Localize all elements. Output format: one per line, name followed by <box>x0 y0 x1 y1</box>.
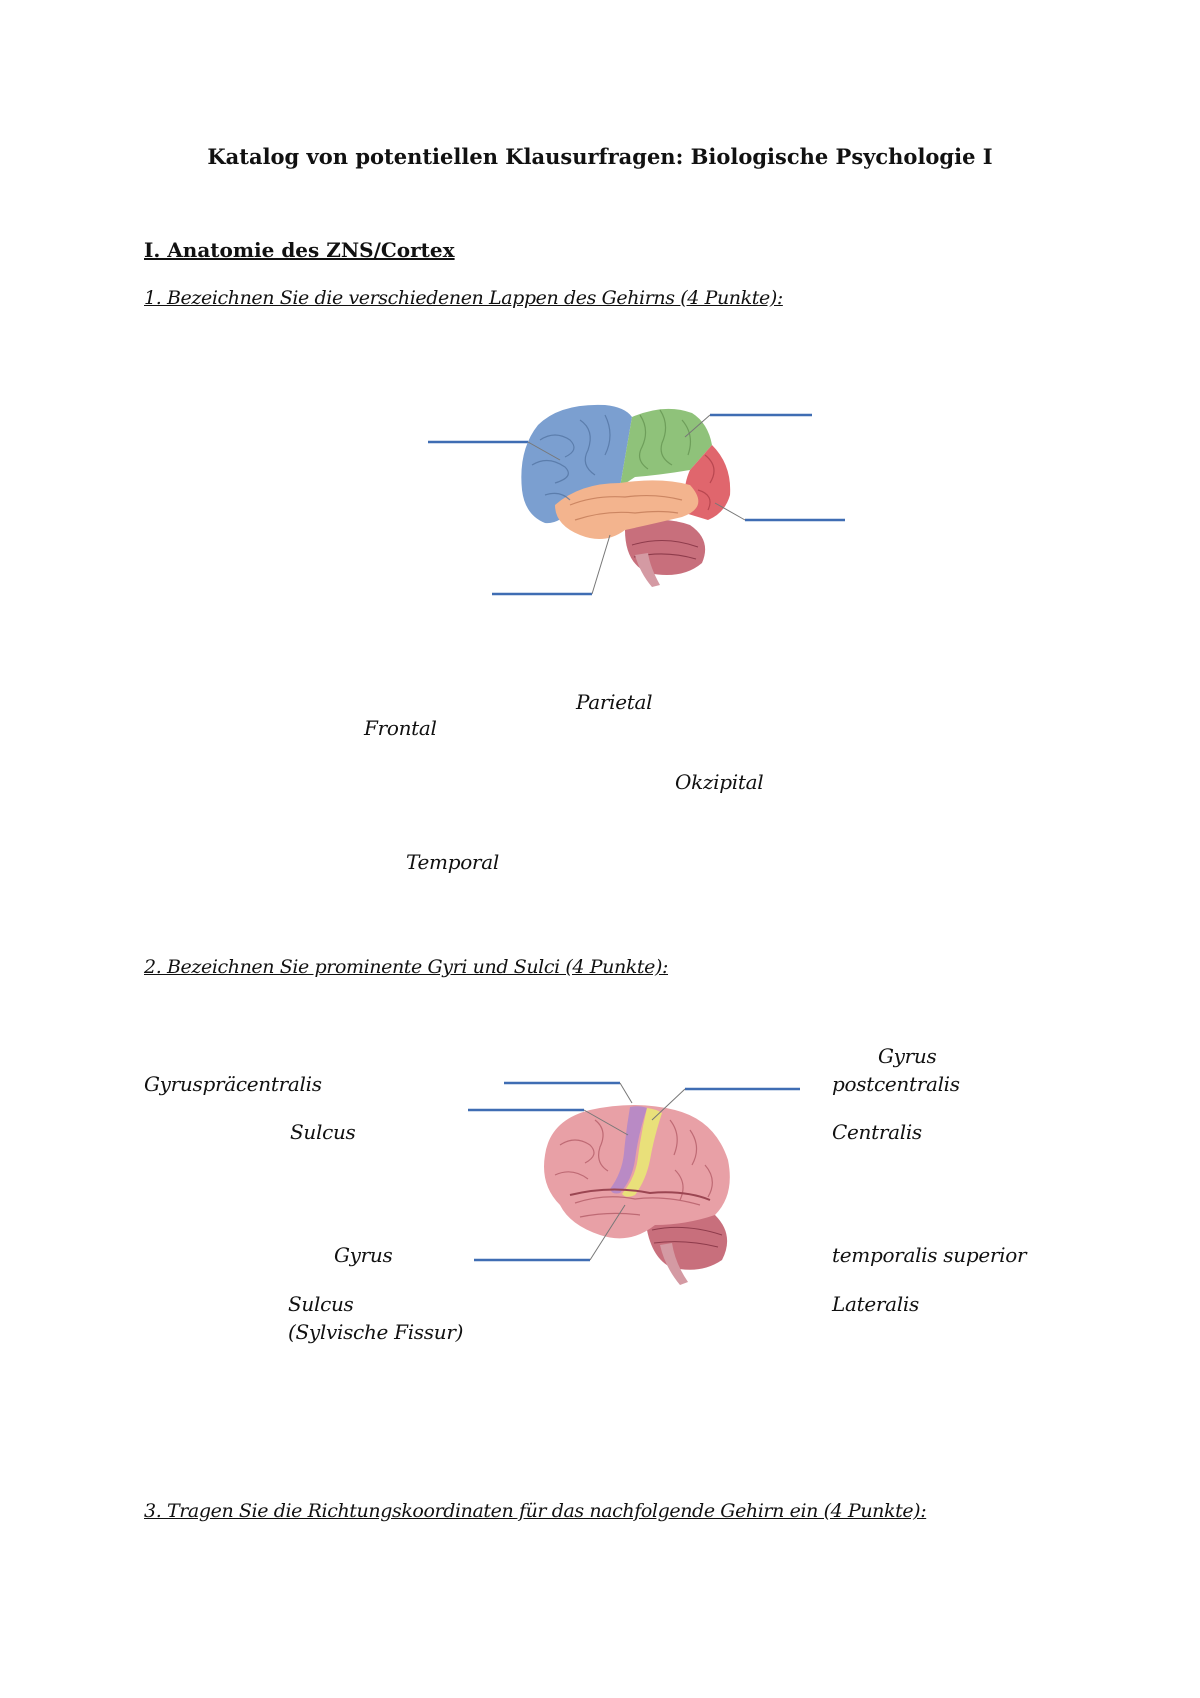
answer-lines <box>468 1081 800 1262</box>
sylvian-fissure-line <box>569 1188 711 1201</box>
brain-lobes-figure <box>428 404 845 596</box>
precentral-gyrus-shape <box>610 1106 647 1194</box>
cerebellum-shape <box>625 520 706 576</box>
answer-centralis: Centralis <box>832 1120 922 1144</box>
answer-postcentralis: postcentralis <box>832 1072 960 1096</box>
answer-gyrus-2: Gyrus <box>334 1243 393 1267</box>
question-3: 3. Tragen Sie die Richtungskoordinaten f… <box>144 1500 927 1522</box>
answer-lateralis: Lateralis <box>832 1292 919 1316</box>
answer-okzipital: Okzipital <box>675 770 764 794</box>
answer-frontal: Frontal <box>364 716 437 740</box>
question-2: 2. Bezeichnen Sie prominente Gyri und Su… <box>144 956 669 978</box>
answer-temporal: Temporal <box>406 850 499 874</box>
answer-temporalis-superior: temporalis superior <box>832 1243 1027 1267</box>
answer-sylvische-fissur: (Sylvische Fissur) <box>288 1320 464 1344</box>
answer-parietal: Parietal <box>576 690 653 714</box>
answer-gyrus-1: Gyrus <box>878 1044 937 1068</box>
answer-lines <box>428 413 845 596</box>
page-title: Katalog von potentiellen Klausurfragen: … <box>207 144 993 169</box>
temporal-lobe-shape <box>555 480 699 539</box>
postcentral-gyrus-shape <box>622 1108 662 1197</box>
brain-gyri-figure <box>468 1081 800 1285</box>
answer-sulcus-2: Sulcus <box>288 1292 354 1316</box>
question-1: 1. Bezeichnen Sie die verschiedenen Lapp… <box>144 287 783 309</box>
answer-gyrusprecentralis: Gyruspräcentralis <box>144 1072 322 1096</box>
parietal-lobe-shape <box>620 408 712 487</box>
section-heading: I. Anatomie des ZNS/Cortex <box>144 238 455 262</box>
answer-sulcus-1: Sulcus <box>290 1120 356 1144</box>
